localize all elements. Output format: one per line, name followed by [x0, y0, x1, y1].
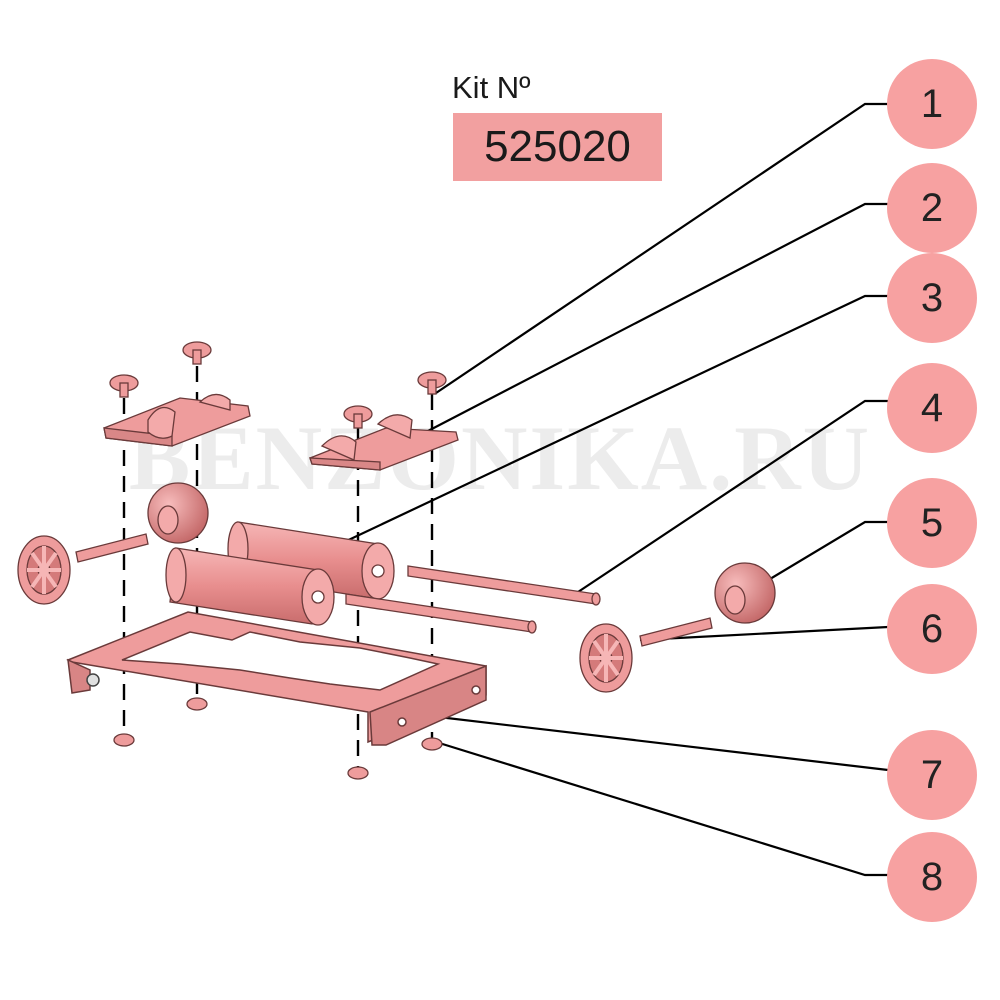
- wheel-left: [17, 535, 71, 605]
- callout-7: 7: [887, 730, 977, 820]
- clamp-plate-right: [309, 414, 459, 471]
- leader-lines: [339, 102, 889, 877]
- leader-line-1: [435, 102, 888, 394]
- roller-front: [165, 547, 335, 626]
- clamp-plate-left: [103, 393, 251, 447]
- callout-1-number: 1: [920, 81, 944, 126]
- leader-line-4: [577, 399, 888, 593]
- callout-5-number: 5: [920, 500, 944, 545]
- leader-line-3: [339, 294, 888, 545]
- callout-6: 6: [887, 584, 977, 674]
- leader-line-6: [639, 625, 889, 642]
- callout-7-number: 7: [920, 752, 944, 797]
- hex-nuts: [113, 697, 443, 780]
- callout-6-number: 6: [920, 606, 944, 651]
- leader-line-7: [429, 714, 889, 772]
- callout-8-number: 8: [920, 854, 944, 899]
- kit-number: 525020: [484, 122, 631, 171]
- callout-2: 2: [887, 163, 977, 253]
- base-frame: [66, 611, 487, 746]
- callout-3-number: 3: [920, 275, 944, 320]
- leader-line-8: [435, 740, 888, 877]
- axle-shafts: [345, 565, 601, 634]
- wheel-right: [579, 623, 633, 693]
- carriage-bolts: [109, 341, 447, 429]
- leader-line-2: [425, 202, 888, 433]
- callout-8: 8: [887, 832, 977, 922]
- callout-4-number: 4: [920, 385, 944, 430]
- callout-3: 3: [887, 253, 977, 343]
- kit-label: Kit Nº: [452, 70, 531, 105]
- callout-5: 5: [887, 478, 977, 568]
- ball-caps: [147, 482, 776, 624]
- watermark-text: BENZONIKA.RU: [128, 407, 872, 509]
- callout-4: 4: [887, 363, 977, 453]
- short-pins: [75, 533, 713, 647]
- callout-2-number: 2: [920, 185, 944, 230]
- callout-1: 1: [887, 59, 977, 149]
- kit-number-box: 525020: [453, 113, 662, 181]
- leader-line-5: [759, 520, 888, 586]
